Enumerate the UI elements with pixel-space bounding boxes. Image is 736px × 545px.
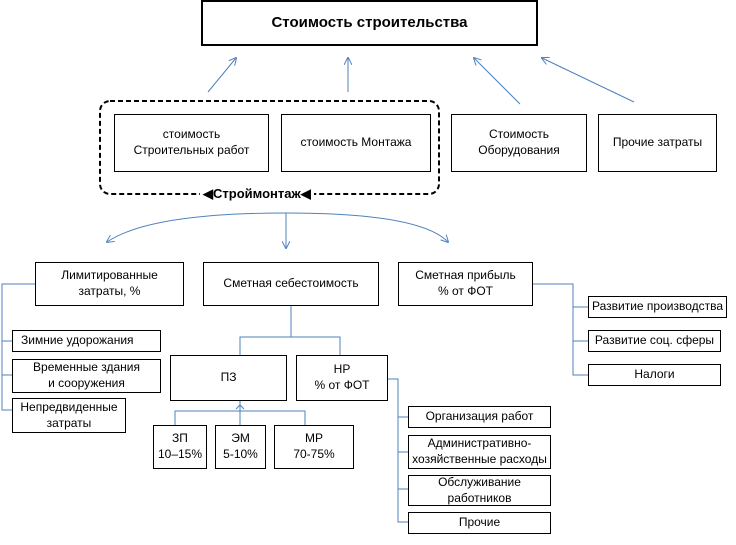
estimated-profit-box: Сметная прибыль % от ФОТ bbox=[398, 262, 533, 306]
nr-item: Обслуживание работников bbox=[408, 475, 551, 506]
nr-item: Прочие bbox=[408, 512, 551, 534]
limited-costs-box: Лимитированные затраты, % bbox=[35, 262, 184, 306]
construction-cost-box: стоимость Строительных работ bbox=[114, 114, 269, 172]
profit-tree bbox=[533, 283, 588, 376]
limited-item: Временные здания и сооружения bbox=[12, 359, 161, 393]
nr-item: Организация работ bbox=[408, 406, 551, 428]
cost-to-pz-nr bbox=[239, 306, 292, 355]
title-box: Стоимость строительства bbox=[201, 0, 538, 46]
title-text: Стоимость строительства bbox=[271, 14, 468, 32]
profit-item: Развитие производства bbox=[588, 296, 727, 318]
installation-cost-box: стоимость Монтажа bbox=[281, 114, 431, 172]
stroymontazh-label: ◀Строймонтаж◀ bbox=[200, 186, 314, 202]
nr-item: Административно- хозяйственные расходы bbox=[408, 435, 551, 469]
pz-box: ПЗ bbox=[170, 355, 287, 401]
limited-item: Непредвиденные затраты bbox=[12, 398, 126, 433]
nr-tree bbox=[388, 378, 408, 523]
arrow-other-to-title bbox=[542, 58, 635, 103]
stroymontazh-group-border bbox=[99, 100, 440, 195]
limited-tree bbox=[1, 283, 36, 411]
curve-to-limited bbox=[107, 212, 287, 242]
arrow-equipment-to-title bbox=[474, 58, 521, 105]
curve-to-profit bbox=[285, 212, 448, 242]
equipment-cost-box: Стоимость Оборудования bbox=[451, 114, 587, 172]
arrow-construction-to-title bbox=[207, 58, 236, 93]
estimated-cost-box: Сметная себестоимость bbox=[203, 262, 379, 306]
profit-item: Развитие соц. сферы bbox=[588, 330, 721, 352]
other-cost-box: Прочие затраты bbox=[598, 114, 717, 172]
profit-item: Налоги bbox=[588, 364, 721, 386]
limited-item: Зимние удорожания bbox=[12, 330, 161, 352]
nr-box: НР % от ФОТ bbox=[296, 355, 388, 401]
